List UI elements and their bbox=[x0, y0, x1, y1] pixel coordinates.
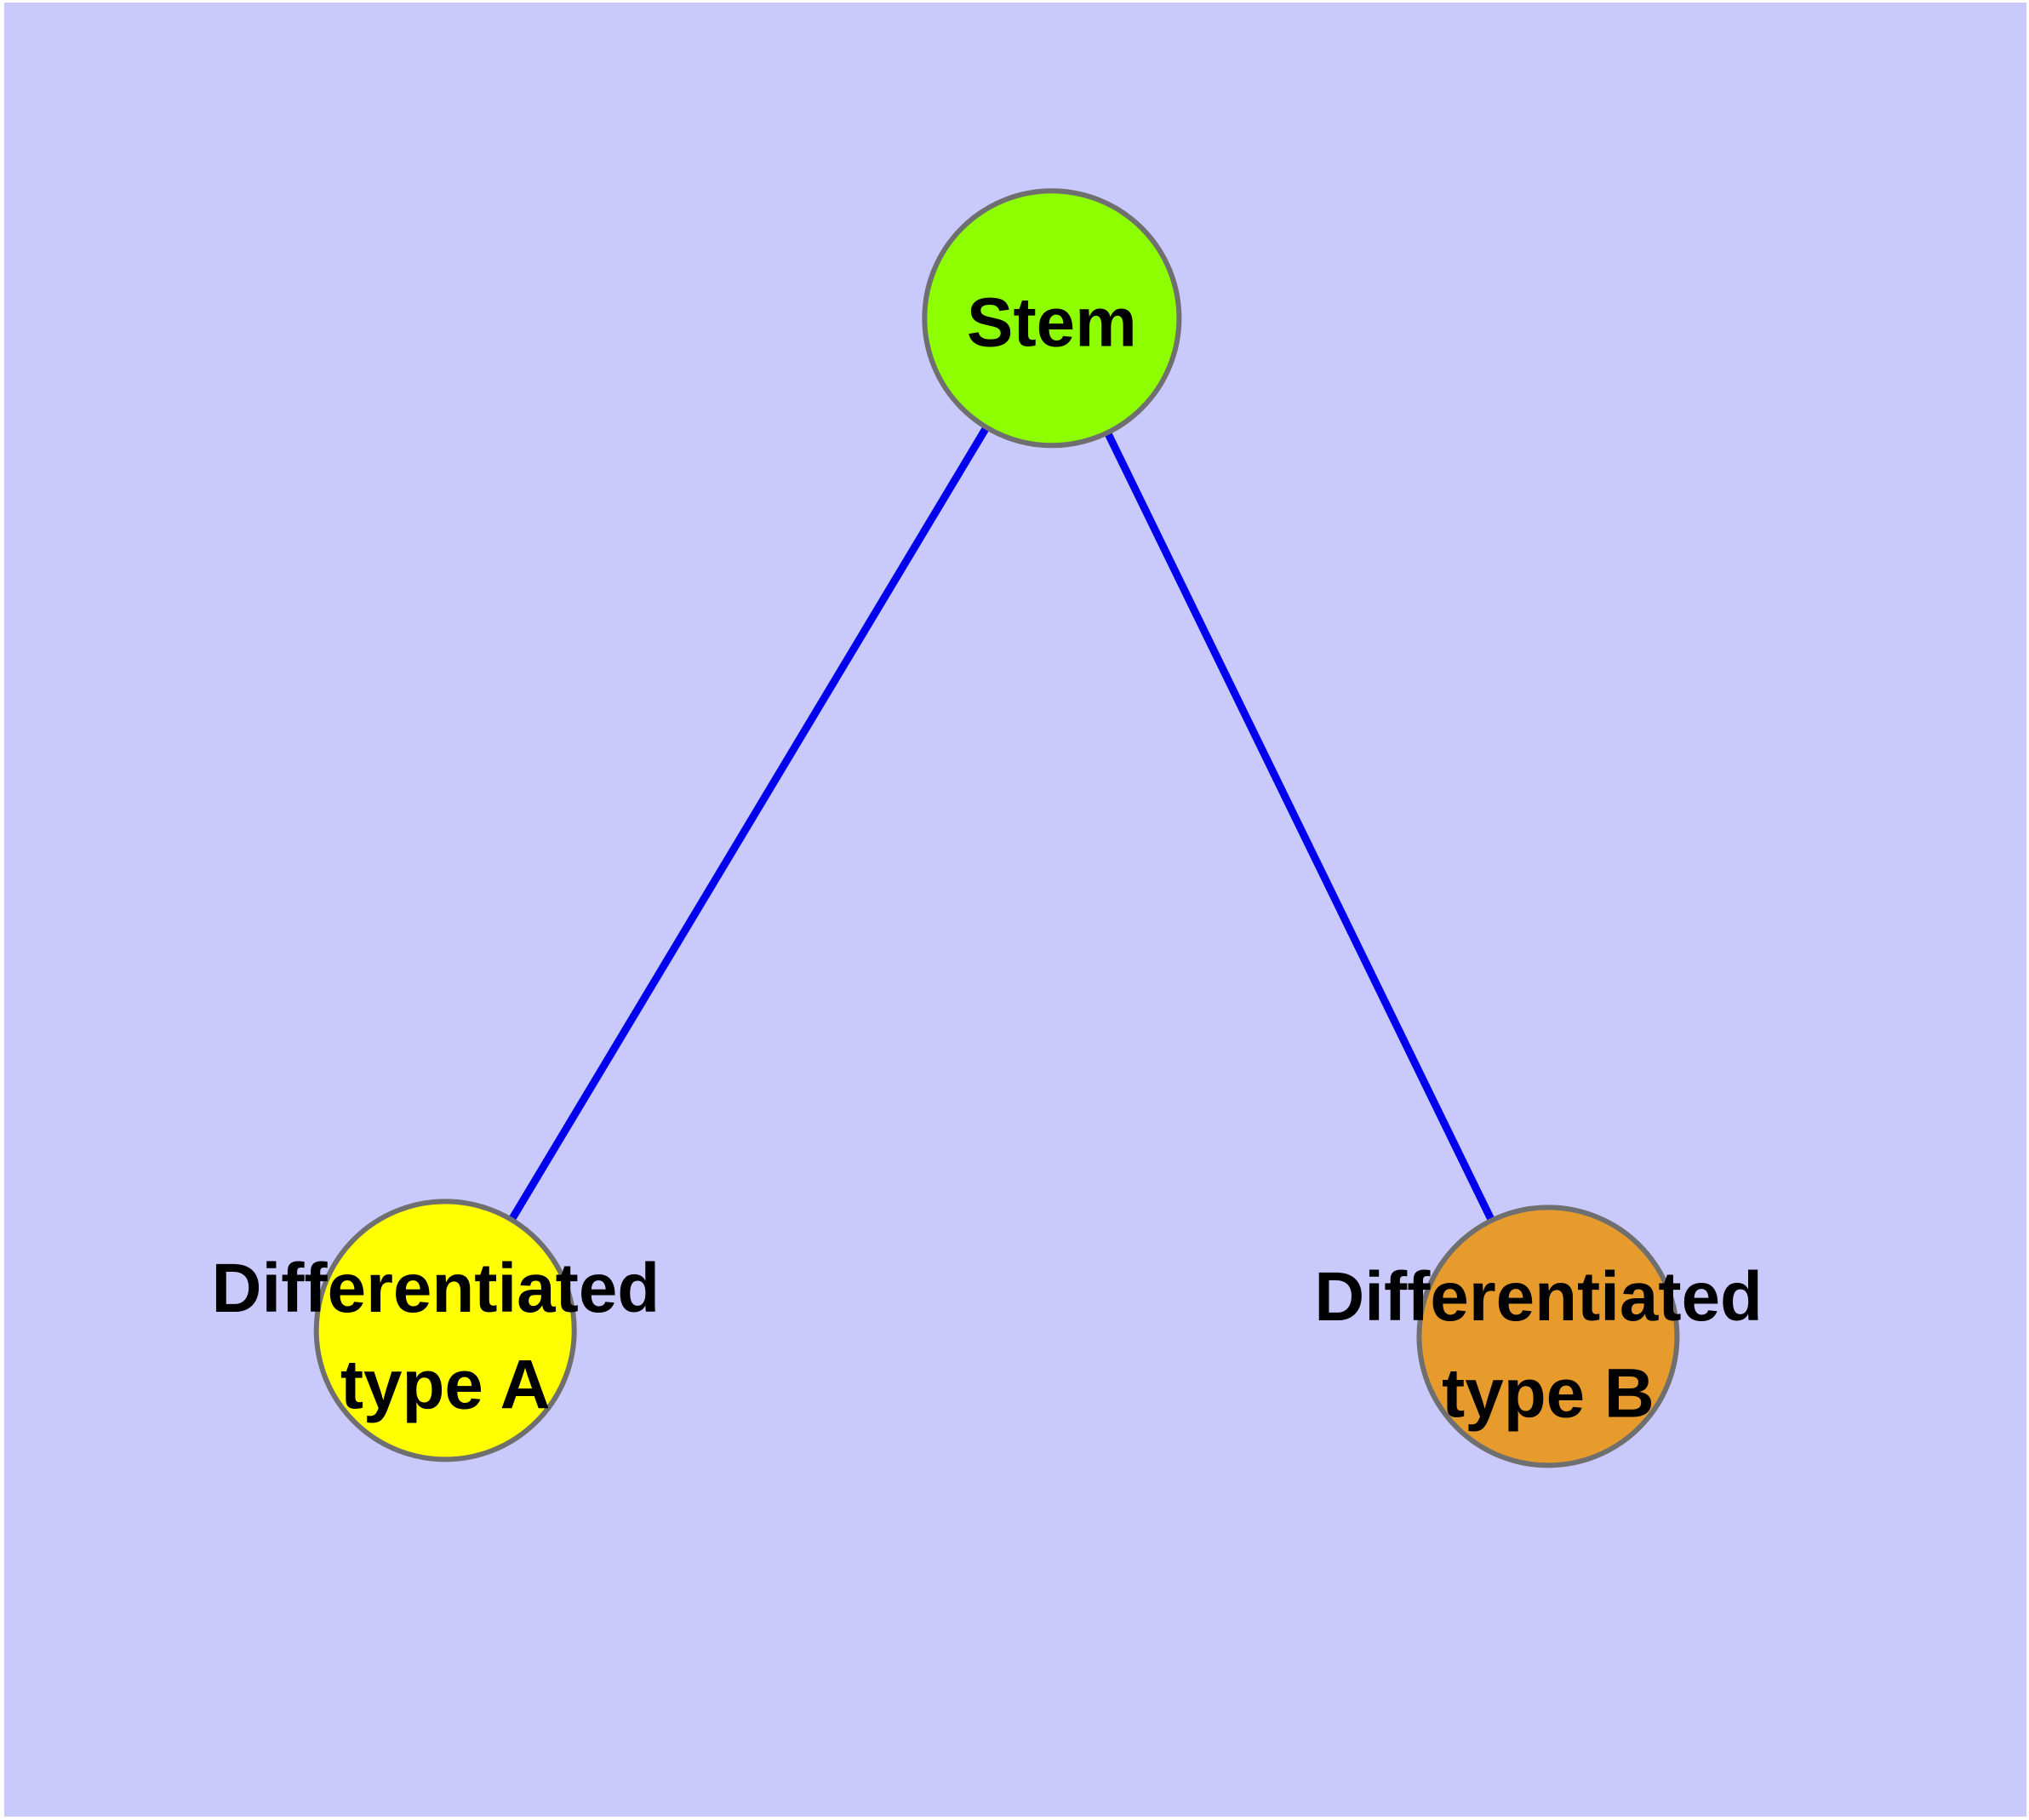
edge-stem-to-type-b bbox=[1048, 316, 1552, 1338]
node-type-b-label: Differentiated type B bbox=[1314, 1258, 1781, 1433]
edge-group bbox=[442, 316, 1552, 1338]
node-type-b-label-line2: type B bbox=[1442, 1355, 1655, 1433]
diagram-canvas: Stem Differentiated type A Differentiate… bbox=[3, 3, 2027, 1817]
node-group bbox=[313, 188, 1680, 1468]
edge-stem-to-type-a bbox=[442, 316, 1055, 1333]
label-group: Stem Differentiated type A Differentiate… bbox=[211, 284, 1781, 1433]
node-stem-label: Stem bbox=[967, 284, 1137, 362]
node-stem-circle bbox=[922, 188, 1182, 449]
node-type-a-label-line2: type A bbox=[340, 1347, 551, 1424]
node-type-b-circle bbox=[1416, 1205, 1680, 1468]
node-type-b-label-line1: Differentiated bbox=[1314, 1258, 1763, 1336]
node-type-a-circle bbox=[313, 1199, 577, 1462]
node-type-a-label-line1: Differentiated bbox=[211, 1250, 660, 1327]
node-type-a-label: Differentiated type A bbox=[211, 1250, 678, 1424]
